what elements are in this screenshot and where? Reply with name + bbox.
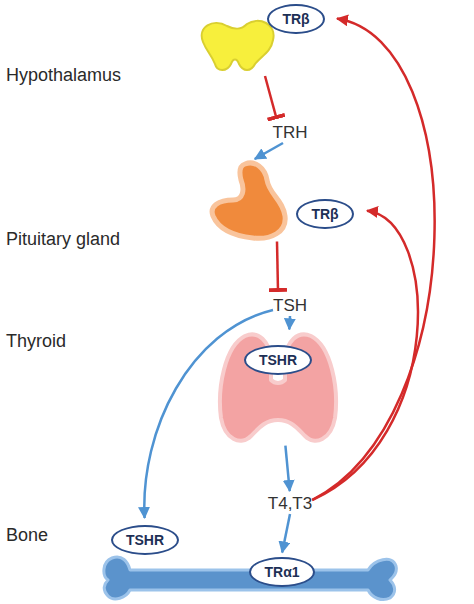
organ-node: TSHR TRα1: [100, 520, 398, 602]
pituitary-shape-outline: [212, 163, 285, 238]
signal-arrow: [288, 316, 291, 329]
organ-label: Bone: [6, 524, 48, 546]
signal-arrow: [282, 514, 290, 552]
receptor-ellipse: TRβ: [296, 199, 353, 229]
inhibition-line: [265, 76, 276, 117]
hormone-label: TRH: [273, 123, 308, 143]
receptor-ellipse: TRα1: [249, 557, 314, 587]
organ-node: TRβ: [205, 160, 365, 244]
hormone-node: TSH: [273, 296, 307, 316]
hormone-label: T4,T3: [268, 494, 312, 514]
organ-node: TSHR: [215, 328, 343, 448]
receptor-ellipse: TRβ: [267, 4, 324, 34]
organ-label: Thyroid: [6, 330, 66, 352]
signal-arrow: [255, 143, 283, 159]
thyroid-shape-outline: [220, 334, 336, 440]
organ-label: Hypothalamus: [6, 64, 121, 86]
signal-arrow: [285, 446, 289, 491]
hypothalamus-shape-outline: [202, 21, 274, 70]
hormone-label: TSH: [273, 296, 307, 316]
organ-label: Pituitary gland: [6, 228, 120, 250]
receptor-ellipse: TSHR: [111, 525, 179, 555]
hormone-node: T4,T3: [268, 494, 312, 514]
receptor-ellipse: TSHR: [244, 345, 312, 375]
hormone-node: TRH: [273, 123, 308, 143]
inhibition-line: [276, 241, 279, 290]
organ-node: TRβ: [195, 2, 335, 76]
bone-shape-outline: [104, 557, 396, 600]
